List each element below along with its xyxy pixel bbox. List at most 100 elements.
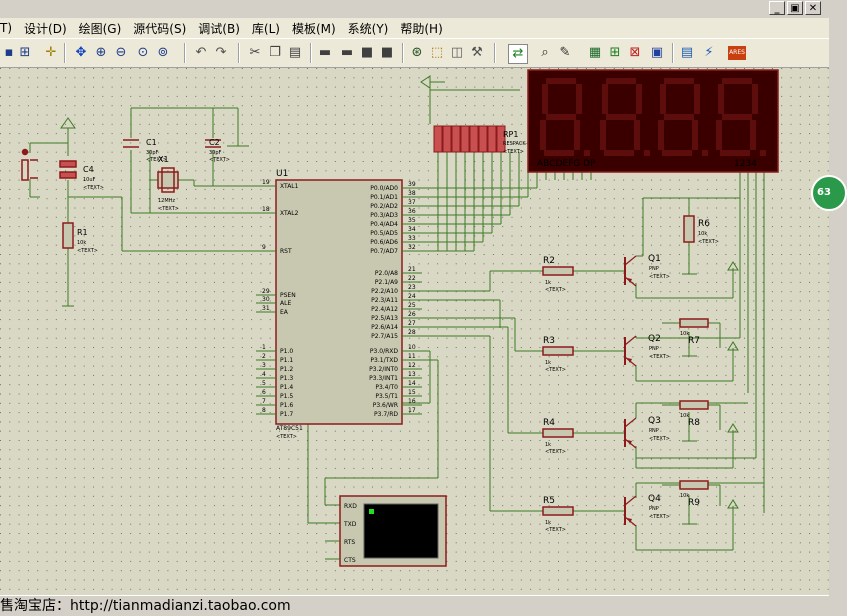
mcu-pin-number: 9	[262, 244, 266, 251]
zoom-out-icon[interactable]: ⊖	[115, 45, 127, 60]
segment-g	[546, 114, 576, 120]
zoom-child-icon[interactable]: ▣	[650, 45, 664, 60]
origin-icon[interactable]: ✛	[45, 45, 57, 60]
mcu-pin-number: 37	[408, 199, 416, 206]
mcu-pin-number: 3	[262, 362, 266, 369]
pin-icon[interactable]: ▪	[4, 45, 14, 60]
ares-icon[interactable]: ⚡	[704, 45, 714, 60]
transistor-ref: Q4	[648, 494, 661, 504]
r1-ref: R1	[77, 228, 88, 237]
menu-template[interactable]: 模板(M)	[291, 21, 336, 36]
zoom-in-icon[interactable]: ⊕	[95, 45, 107, 60]
mcu-pin-number: 18	[262, 206, 270, 213]
mcu-pin-number: 39	[408, 181, 416, 188]
r6-text: <TEXT>	[698, 239, 719, 245]
rp1-value: RESPACK-8	[503, 141, 530, 147]
mcu-pin-name: P1.0	[280, 348, 293, 355]
segment-a	[722, 78, 752, 84]
mcu-pin-name: ALE	[280, 300, 291, 307]
terminal-pin-rxd: RXD	[344, 503, 357, 510]
x1-text: <TEXT>	[158, 206, 179, 212]
redo-icon[interactable]: ↷	[215, 45, 227, 60]
mcu-pin-name: P3.4/T0	[375, 384, 398, 391]
menu-source[interactable]: 源代码(S)	[133, 21, 187, 36]
minimize-button[interactable]: _	[769, 1, 785, 15]
pan-icon[interactable]: ✥	[75, 45, 87, 60]
mcu-pin-name: P0.1/AD1	[370, 194, 398, 201]
netlist-icon[interactable]: ▦	[588, 45, 602, 60]
c2-value: 30pF	[209, 150, 222, 156]
search-icon[interactable]: ⌕	[541, 45, 549, 60]
package-icon[interactable]: ◫	[450, 45, 464, 60]
menu-graph[interactable]: 绘图(G)	[78, 21, 122, 36]
menu-bar: T) 设计(D) 绘图(G) 源代码(S) 调试(B) 库(L) 模板(M) 系…	[0, 18, 829, 38]
menu-tools[interactable]: T)	[0, 21, 13, 35]
terminal-screen	[363, 503, 439, 559]
ares-logo-icon[interactable]: ARES	[728, 46, 746, 60]
menu-help[interactable]: 帮助(H)	[400, 21, 443, 36]
r1-value: 10k	[77, 240, 86, 246]
status-bar: 售淘宝店：http://tianmadianzi.taobao.com	[0, 595, 829, 615]
mcu-pin-name: P0.3/AD3	[370, 212, 398, 219]
side-badge[interactable]: 63	[811, 175, 847, 211]
rp1-ref: RP1	[503, 130, 518, 139]
mcu-pin-number: 30	[262, 296, 270, 303]
mcu-pin-number: 31	[262, 305, 270, 312]
transistor-text: <TEXT>	[649, 354, 670, 360]
menu-debug[interactable]: 调试(B)	[198, 21, 240, 36]
property-tool-icon[interactable]: ✎	[559, 45, 571, 60]
copy-icon[interactable]: ❐	[269, 45, 281, 60]
wire-autorouter-icon[interactable]: ⇄	[508, 44, 528, 64]
menu-system[interactable]: 系统(Y)	[347, 21, 389, 36]
bom-icon[interactable]: ▤	[680, 45, 694, 60]
schematic-canvas[interactable]: C1 30pF <TEXT> C2 30pF <TEXT> C4 10uF <T…	[0, 68, 829, 595]
mcu-pin-number: 32	[408, 244, 416, 251]
new-sheet-icon[interactable]: ⊞	[609, 45, 621, 60]
decompose-icon[interactable]: ⚒	[471, 45, 483, 60]
base-resistor-value: 1k	[545, 442, 551, 448]
mcu-pin-number: 24	[408, 293, 416, 300]
r9-ref: R9	[688, 498, 700, 508]
mcu-pins: 19XTAL118XTAL29RST29PSEN30ALE31EA1P1.02P…	[256, 179, 422, 418]
block-rotate-icon[interactable]: ■	[360, 45, 374, 60]
mcu-pin-number: 8	[262, 407, 266, 414]
grid-icon[interactable]: ⊞	[19, 45, 31, 60]
close-button[interactable]: ✕	[805, 1, 821, 15]
menu-library[interactable]: 库(L)	[251, 21, 280, 36]
transistor-arrow	[627, 358, 632, 363]
mcu-pin-name: P3.5/T1	[375, 393, 398, 400]
restore-button[interactable]: ▣	[787, 1, 803, 15]
make-device-icon[interactable]: ⬚	[430, 45, 444, 60]
transistor-arrow	[627, 518, 632, 523]
menu-design[interactable]: 设计(D)	[24, 21, 67, 36]
pick-icon[interactable]: ⊛	[411, 45, 423, 60]
base-resistor-ref: R4	[543, 418, 555, 428]
mcu-pin-name: P0.7/AD7	[370, 248, 398, 255]
respack-rp1	[433, 125, 506, 153]
remove-sheet-icon[interactable]: ⊠	[629, 45, 641, 60]
mcu-pin-number: 28	[408, 329, 416, 336]
block-delete-icon[interactable]: ■	[380, 45, 394, 60]
r6-value: 10k	[698, 231, 707, 237]
undo-icon[interactable]: ↶	[195, 45, 207, 60]
mcu-pin-name: P1.4	[280, 384, 293, 391]
pullup-bodies	[679, 318, 709, 490]
block-copy-icon[interactable]: ▬	[318, 45, 332, 60]
segment-e	[600, 120, 606, 150]
zoom-all-icon[interactable]: ⊙	[137, 45, 149, 60]
transistor-type: PNP	[649, 346, 659, 352]
paste-icon[interactable]: ▤	[288, 45, 302, 60]
mcu-pin-number: 23	[408, 284, 416, 291]
mcu-pin-number: 1	[262, 344, 266, 351]
transistor-type: PNP	[649, 428, 659, 434]
mcu-ref: U1	[276, 169, 288, 179]
capacitor-symbols	[59, 139, 221, 193]
segment-g	[606, 114, 636, 120]
base-resistor-ref: R3	[543, 336, 555, 346]
segment-d	[720, 150, 750, 156]
zoom-area-icon[interactable]: ⊚	[157, 45, 169, 60]
mcu-pin-name: P1.6	[280, 402, 293, 409]
cut-icon[interactable]: ✂	[249, 45, 261, 60]
mcu-pin-number: 38	[408, 190, 416, 197]
block-move-icon[interactable]: ▬	[340, 45, 354, 60]
